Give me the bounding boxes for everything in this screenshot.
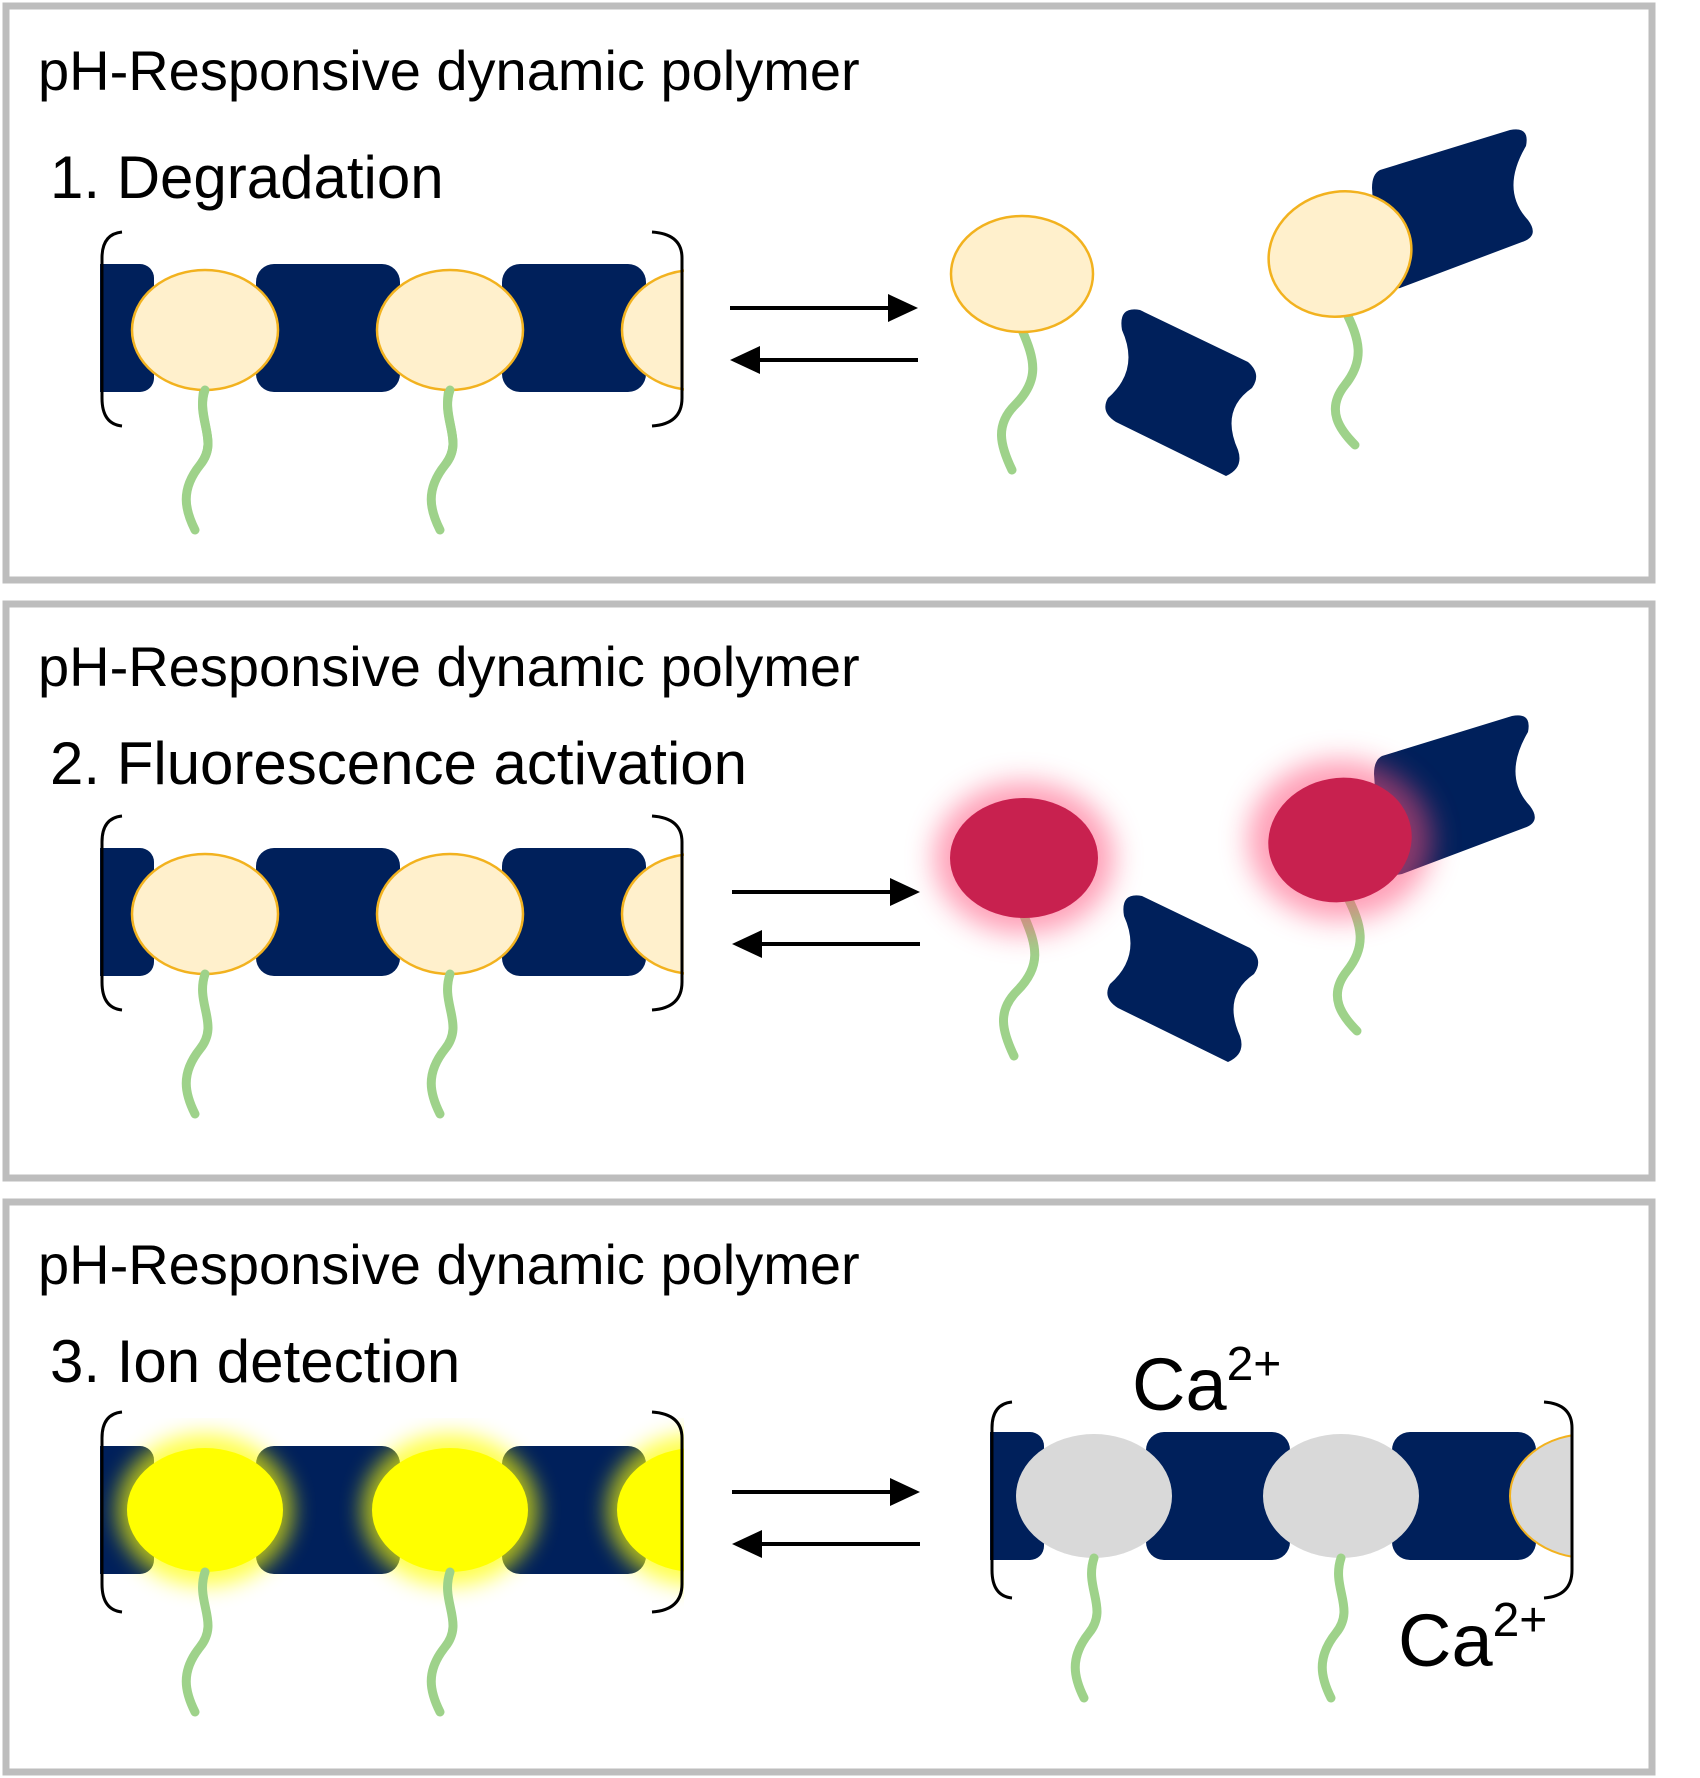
linker-block [502,264,646,392]
side-chain-tail [426,1567,458,1717]
panel-subtitle: 3. Ion detection [50,1328,460,1395]
side-chain-tail [181,969,213,1119]
ion-bound-monomer-unit [1263,1434,1419,1558]
equilibrium-arrows [732,878,920,958]
fluorescent-monomer-unit [1268,777,1412,903]
panel-title: pH-Responsive dynamic polymer [38,1233,860,1296]
monomer-unit [375,852,525,976]
panel-subtitle: 2. Fluorescence activation [50,730,747,797]
linker-block [256,1446,400,1574]
monomer-unit [620,853,684,975]
linker-block [502,1446,646,1574]
polymer-chain [100,230,684,535]
polymer-chain [100,814,684,1119]
monomer-unit [130,268,280,392]
repeat-bracket-left [100,1410,123,1614]
side-chain-tail [181,385,213,535]
side-chain-tail [1330,305,1363,450]
equilibrium-arrows [732,1478,920,1558]
side-chain-tail [997,325,1038,475]
repeat-bracket-left [990,1400,1013,1600]
panel-fluorescence-activation: pH-Responsive dynamic polymer 2. Fluores… [2,600,1656,1182]
monomer-unit [375,268,525,392]
panel-ion-detection: pH-Responsive dynamic polymer 3. Ion det… [2,1198,1656,1776]
repeat-bracket-right [1543,1400,1574,1600]
side-chain-tail [426,385,458,535]
panel-degradation: pH-Responsive dynamic polymer 1. Degrada… [2,2,1656,584]
side-chain-tail [181,1567,213,1717]
repeat-bracket-left [100,230,123,428]
repeat-bracket-left [100,814,123,1012]
panel-title: pH-Responsive dynamic polymer [38,635,860,698]
monomer-unit [130,852,280,976]
fluorescent-monomer-unit [950,798,1098,918]
free-linker-block [1107,895,1259,1062]
linker-block [256,848,400,976]
ion-label-top: Ca2+ [1132,1338,1281,1426]
panel-subtitle: 1. Degradation [50,144,444,211]
linker-block [502,848,646,976]
monomer-unit [620,269,684,391]
free-monomer-unit [949,214,1095,334]
linker-block [1146,1432,1290,1560]
ion-label-bottom: Ca2+ [1398,1594,1547,1682]
panel-title: pH-Responsive dynamic polymer [38,39,860,102]
repeat-bracket-right [651,230,684,428]
side-chain-tail [1070,1553,1102,1703]
ion-bound-monomer-unit [1509,1434,1572,1558]
linker-block [1392,1432,1536,1560]
side-chain-tail [426,969,458,1119]
side-chain-tail [999,911,1040,1061]
fluorescent-monomer-unit [127,1448,283,1572]
fluorescent-fragments [934,715,1535,1062]
repeat-bracket-right [651,814,684,1012]
linker-block [256,264,400,392]
side-chain-tail [1317,1553,1349,1703]
equilibrium-arrows [730,294,918,374]
fluorescent-monomer-unit [617,1448,684,1572]
degraded-fragments [949,129,1533,476]
bound-monomer-unit [1267,190,1413,318]
fluorescent-polymer-chain [100,1410,684,1717]
side-chain-tail [1332,891,1365,1036]
free-linker-block [1105,309,1257,476]
ion-bound-monomer-unit [1016,1434,1172,1558]
ion-bound-polymer-chain [990,1400,1574,1703]
fluorescent-monomer-unit [372,1448,528,1572]
repeat-bracket-right [651,1410,684,1614]
